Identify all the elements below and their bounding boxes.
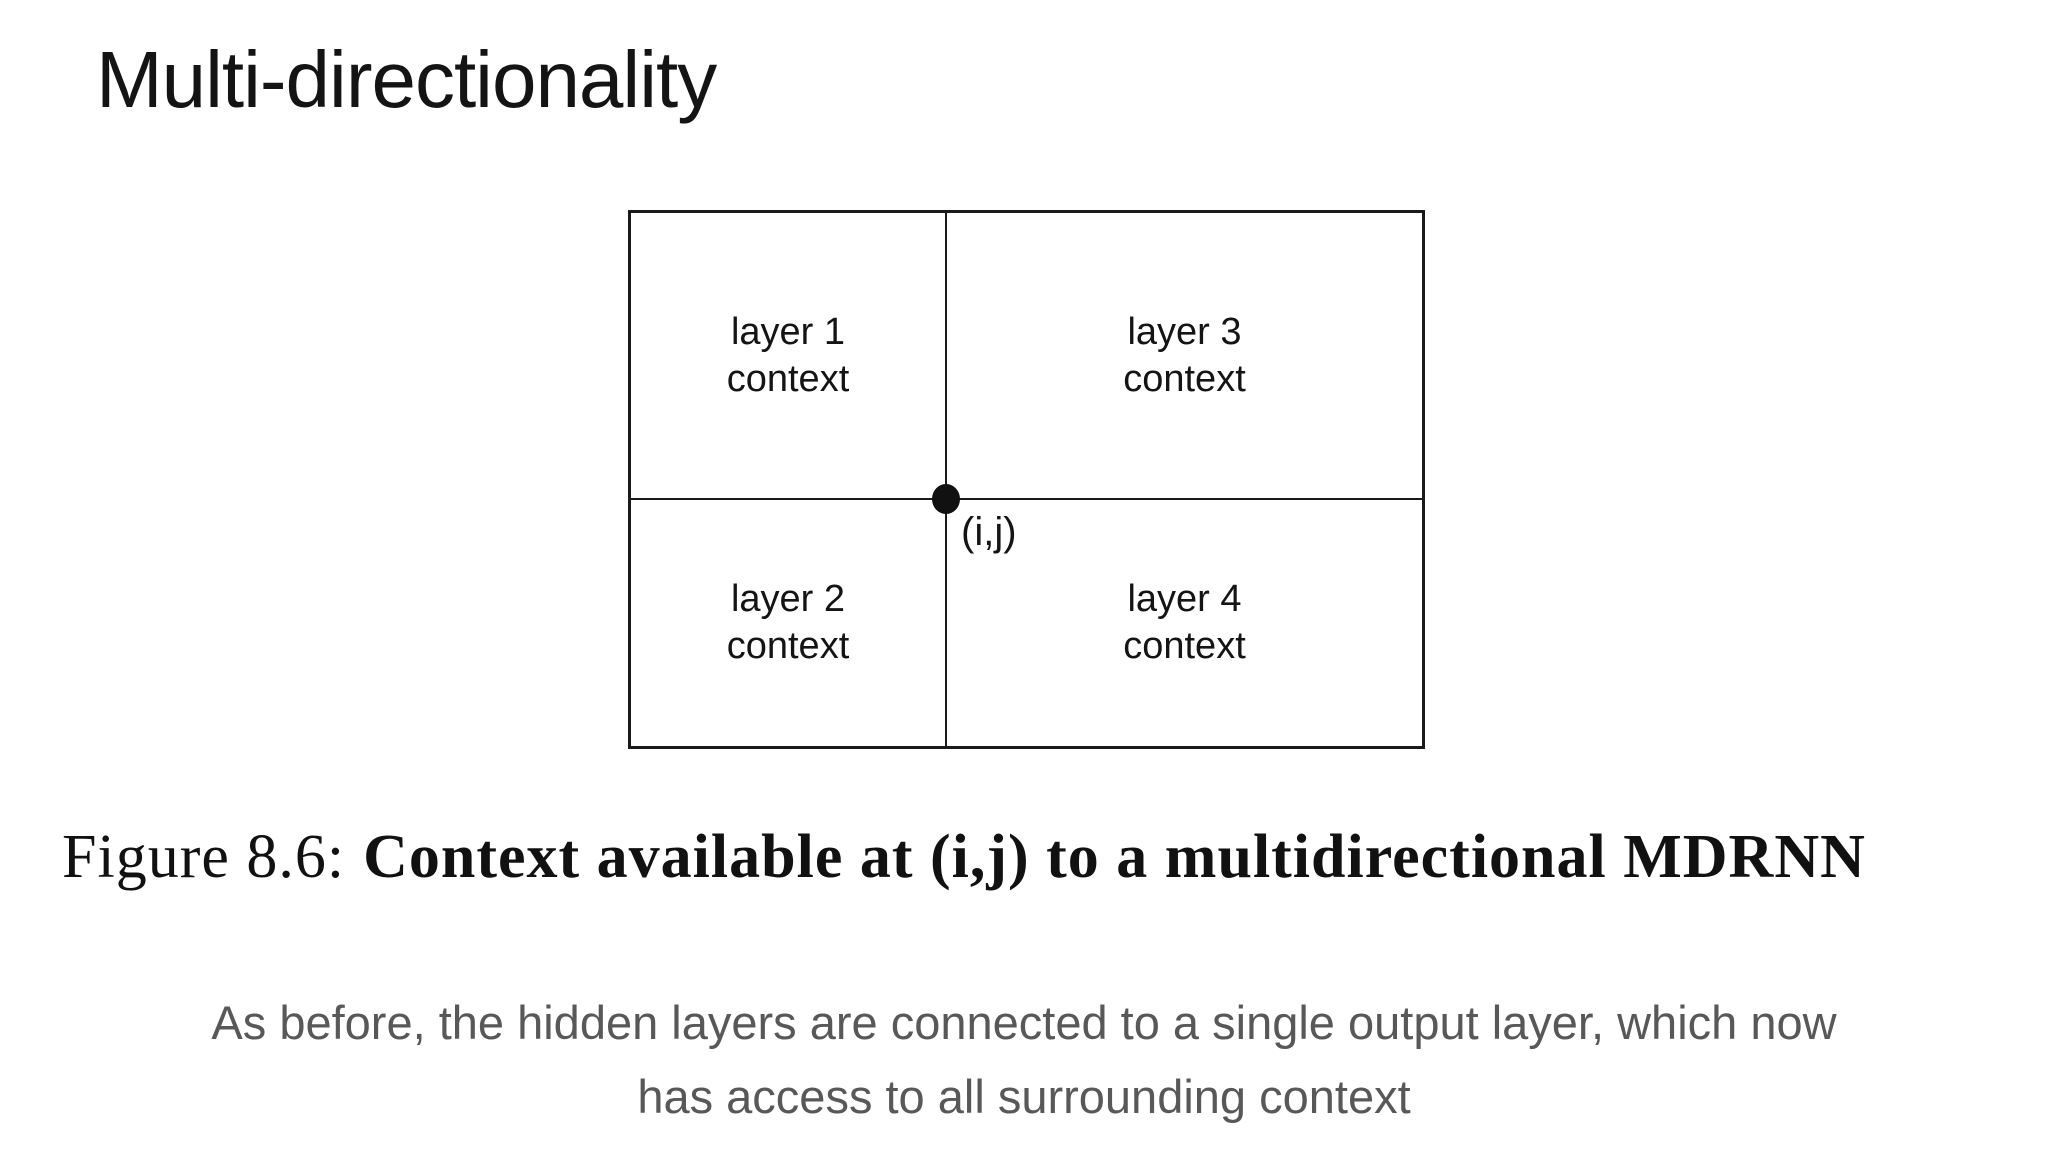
cell-label-line: layer 2 (730, 578, 846, 620)
body-text-line-1: As before, the hidden layers are connect… (211, 996, 1837, 1049)
body-text: As before, the hidden layers are connect… (0, 986, 2048, 1134)
cell-label-line: layer 3 (1127, 310, 1242, 353)
page-title: Multi-directionality (96, 35, 717, 124)
cell-label-line: context (726, 625, 850, 667)
cell-label-line: layer 1 (730, 310, 846, 353)
vertical-divider-line (945, 213, 947, 746)
cell-label-line: context (1123, 357, 1246, 400)
cell-layer-2-context: layer 2 context (631, 500, 945, 746)
point-ij-label: (i,j) (961, 510, 1017, 554)
cell-label-line: layer 4 (1127, 578, 1242, 620)
cell-label-line: context (726, 357, 850, 400)
context-diagram: layer 1 context layer 3 context layer 2 … (628, 210, 1425, 749)
cell-label-line: context (1123, 625, 1246, 667)
body-text-line-2: has access to all surrounding context (637, 1070, 1411, 1123)
horizontal-divider-line (631, 498, 1422, 500)
figure-caption: Figure 8.6:Context available at (i,j) to… (62, 822, 2012, 893)
figure-caption-number: Figure 8.6: (62, 823, 346, 891)
cell-layer-1-context: layer 1 context (631, 213, 945, 498)
figure-caption-text: Context available at (i,j) to a multidir… (363, 823, 1866, 891)
cell-layer-4-context: layer 4 context (947, 500, 1422, 746)
point-ij-dot (932, 484, 960, 514)
cell-layer-3-context: layer 3 context (947, 213, 1422, 498)
